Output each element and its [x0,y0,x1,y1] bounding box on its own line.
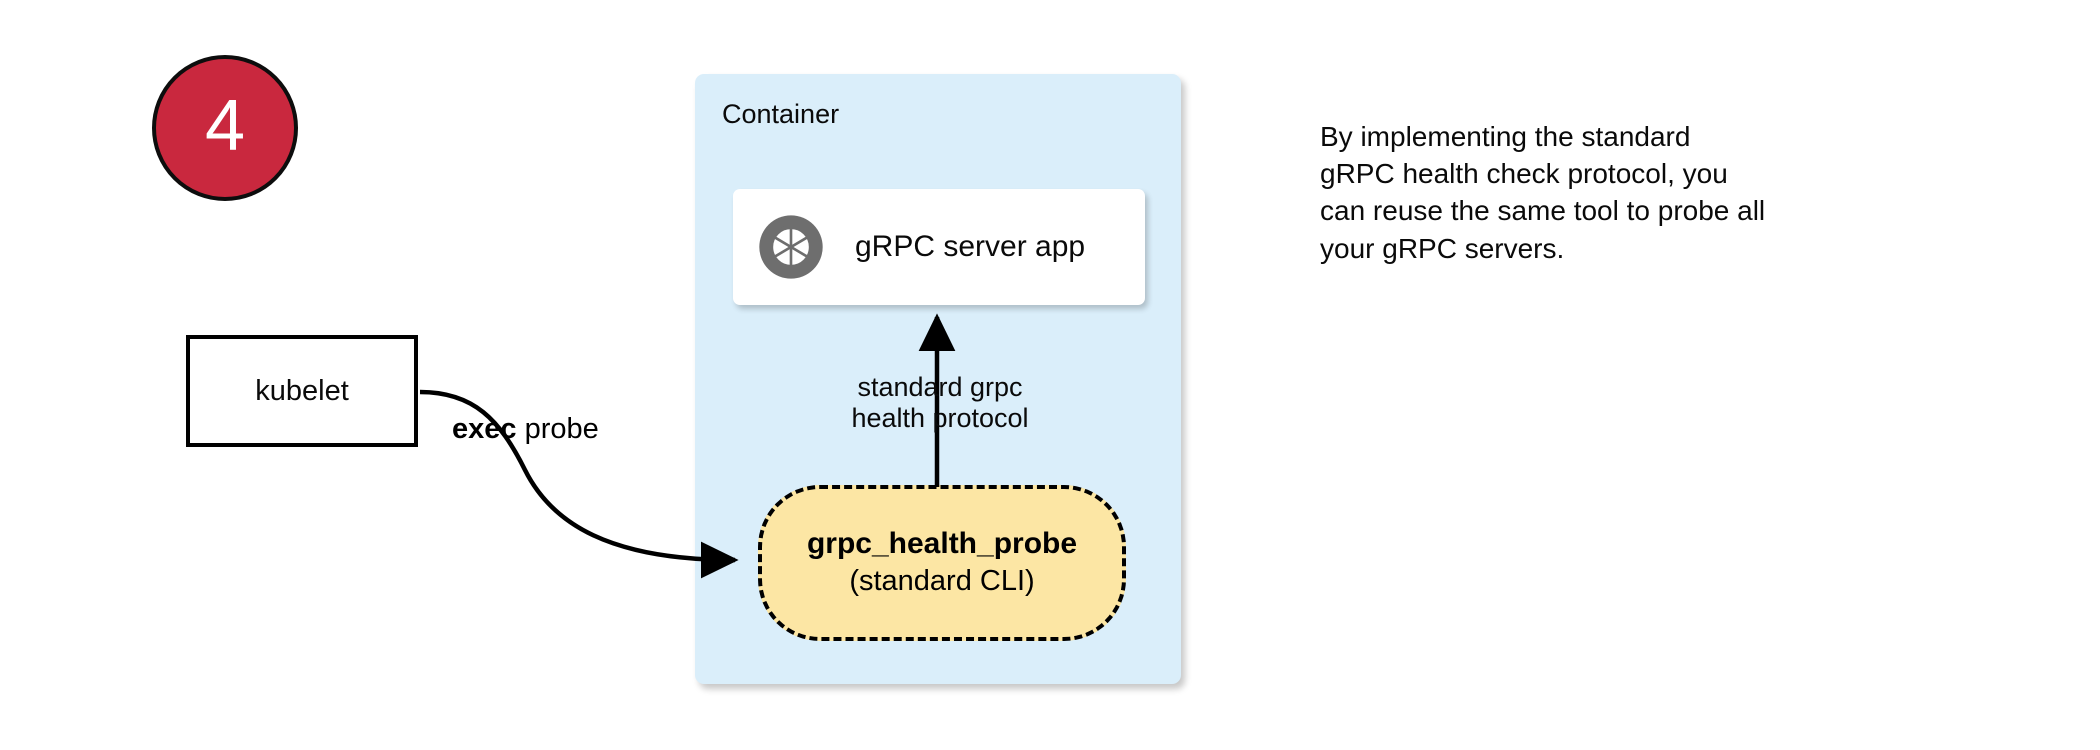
annotation-line-1: By implementing the standard [1320,121,1691,152]
grpc-health-probe-node: grpc_health_probe (standard CLI) [758,485,1126,641]
annotation-line-4: your gRPC servers. [1320,232,1565,264]
annotation-text: By implementing the standard gRPC health… [1320,118,1890,267]
grpc-server-app-card: gRPC server app [733,189,1145,305]
annotation-line-3: can reuse the same tool to probe all [1320,195,1766,227]
kubelet-label: kubelet [255,374,349,407]
grpc-health-probe-title: grpc_health_probe [806,527,1078,561]
health-protocol-edge-label: standard grpc health protocol [825,372,1055,433]
grpc-aperture-icon [759,215,823,279]
container-title: Container [722,99,840,129]
kubelet-node: kubelet [186,335,418,447]
step-number-label: 4 [204,86,246,166]
step-number-badge: 4 [152,55,298,201]
probe-word: probe [516,413,599,445]
health-protocol-line-2: health protocol [851,402,1029,433]
exec-keyword: exec [452,413,517,445]
annotation-line-2: gRPC health check protocol, you [1320,158,1728,190]
grpc-health-probe-subtitle: (standard CLI) [849,564,1035,597]
health-protocol-line-1: standard grpc [857,372,1023,402]
exec-probe-edge-label: exec probe [452,413,599,446]
grpc-server-app-label: gRPC server app [855,230,1086,263]
